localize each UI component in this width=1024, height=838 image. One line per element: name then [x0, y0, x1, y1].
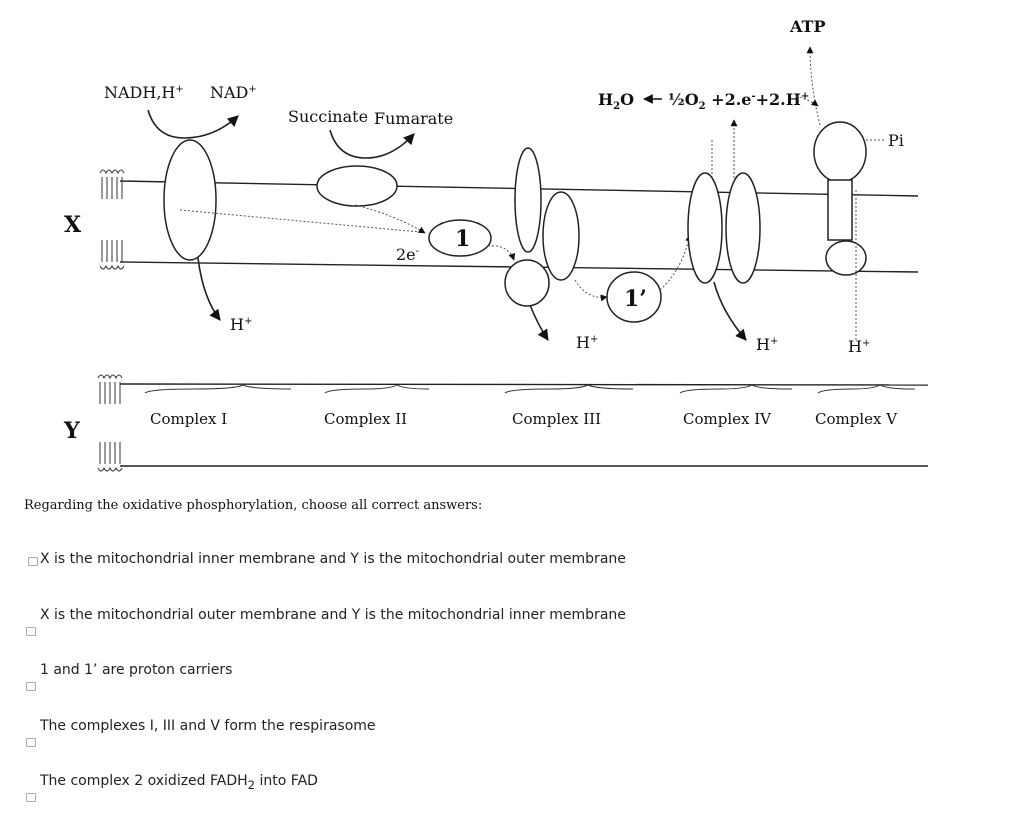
option-1-checkbox[interactable]: [28, 557, 38, 566]
nad-label: NAD+: [210, 83, 257, 102]
oxygen-equation: ½O2 +2.e-+2.H+: [668, 90, 809, 112]
complex-iii: [504, 147, 608, 341]
proton-label-iv: H+: [756, 335, 778, 354]
oxidative-phosphorylation-diagram: X Y Complex I Complex II Complex III Com…: [63, 17, 929, 472]
membrane-y: Y: [63, 374, 929, 472]
complex-i-label: Complex I: [150, 410, 227, 428]
complex-iii-label: Complex III: [512, 410, 601, 428]
option-5-checkbox[interactable]: [26, 793, 36, 802]
option-2-checkbox[interactable]: [26, 627, 36, 636]
water-equation: H2O: [598, 90, 634, 112]
carrier-1-label: 1: [455, 226, 470, 252]
carrier-1-prime: [606, 234, 693, 323]
option-5-text: The complex 2 oxidized FADH2 into FAD: [40, 773, 318, 792]
complex-labels: [144, 384, 916, 394]
atp-label: ATP: [789, 17, 825, 36]
option-4-text: The complexes I, III and V form the resp…: [40, 718, 376, 734]
complex-i: [147, 109, 421, 321]
carrier-1: [428, 219, 516, 261]
proton-label-i: H+: [230, 315, 252, 334]
complex-iv-label: Complex IV: [683, 410, 772, 428]
fumarate-label: Fumarate: [374, 109, 453, 128]
complex-v-label: Complex V: [815, 410, 898, 428]
complex-ii-label: Complex II: [324, 410, 407, 428]
proton-label-iii: H+: [576, 333, 598, 352]
label-x: X: [64, 212, 82, 238]
label-y: Y: [63, 418, 80, 444]
carrier-1-prime-label: 1’: [624, 286, 647, 312]
pi-label: Pi: [888, 131, 904, 150]
option-1-text: X is the mitochondrial inner membrane an…: [40, 551, 626, 567]
complex-iv: [687, 119, 761, 341]
electrons-label: 2e-: [396, 245, 419, 264]
option-3-text: 1 and 1’ are proton carriers: [40, 662, 233, 678]
phospholipid-bilayer-y: [97, 374, 123, 472]
complex-v: [795, 46, 884, 340]
complex-ii: [316, 129, 426, 234]
nadh-label: NADH,H+: [104, 83, 184, 102]
question-text: Regarding the oxidative phosphorylation,…: [24, 498, 483, 513]
option-4-checkbox[interactable]: [26, 738, 36, 747]
succinate-label: Succinate: [288, 107, 368, 126]
option-3-checkbox[interactable]: [26, 682, 36, 691]
option-2-text: X is the mitochondrial outer membrane an…: [40, 607, 626, 623]
proton-label-v: H+: [848, 337, 870, 356]
phospholipid-bilayer-x: [99, 169, 125, 270]
